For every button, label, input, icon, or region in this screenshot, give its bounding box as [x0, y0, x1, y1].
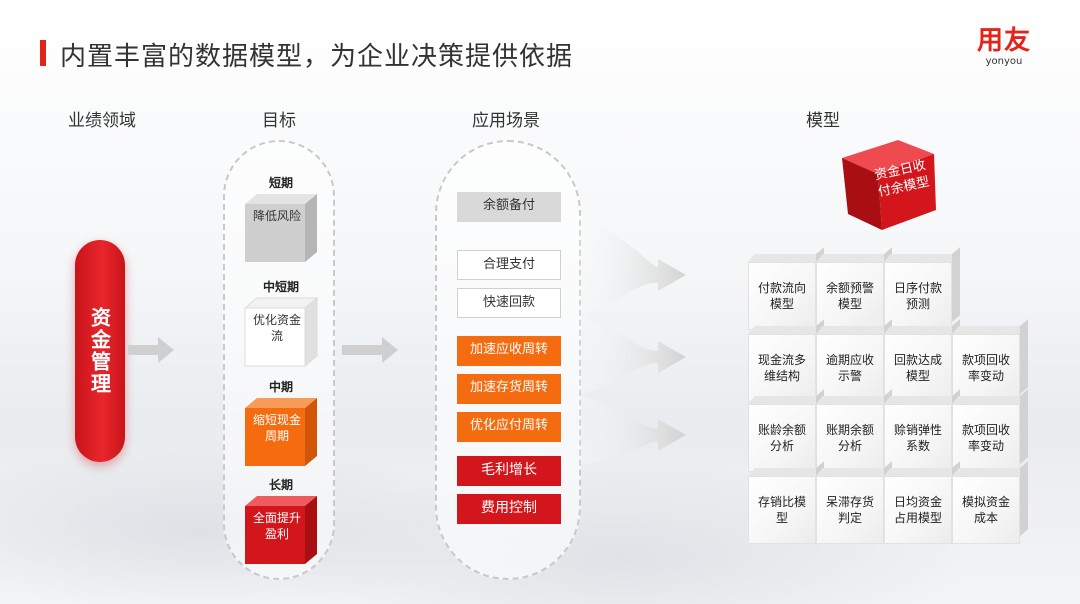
- goal-mid: 中期 缩短现金周期: [225, 378, 337, 468]
- model-label: 回款达成模型: [884, 334, 952, 402]
- goal-text: 全面提升盈利: [252, 511, 301, 541]
- scenario-item: 快速回款: [457, 288, 561, 318]
- goal-term: 中期: [268, 380, 293, 394]
- logo-en-text: yonyou: [985, 56, 1023, 67]
- yonyou-logo: 用友 yonyou: [968, 26, 1040, 68]
- scenario-item: 费用控制: [457, 494, 561, 524]
- model-cube: 日均资金占用模型: [884, 461, 960, 544]
- model-cube: 模拟资金成本: [952, 461, 1028, 544]
- model-cube: 存销比模型: [748, 461, 824, 544]
- model-label: 日序付款预测: [884, 262, 952, 330]
- model-label: 存销比模型: [748, 476, 816, 544]
- scenario-item: 优化应付周转: [457, 412, 561, 442]
- model-cube: 付款流向模型: [748, 247, 824, 330]
- scenario-item: 毛利增长: [457, 456, 561, 486]
- model-label: 款项回收率变动: [952, 334, 1020, 402]
- column-header-model: 模型: [806, 111, 840, 131]
- model-label: 逾期应收示警: [816, 334, 884, 402]
- model-cube: 账龄余额分析: [748, 389, 824, 472]
- goal-term: 短期: [268, 176, 293, 190]
- goal-short: 短期 降低风险: [225, 174, 337, 264]
- arrow-right-icon: [128, 337, 174, 363]
- model-label: 付款流向模型: [748, 262, 816, 330]
- model-label: 账龄余额分析: [748, 404, 816, 472]
- column-header-goal: 目标: [262, 111, 296, 131]
- model-cube: 日序付款预测: [884, 247, 960, 330]
- scenarios-capsule: 余额备付 合理支付 快速回款 加速应收周转 加速存货周转 优化应付周转 毛利增长…: [435, 140, 581, 580]
- model-cube: 呆滞存货判定: [816, 461, 892, 544]
- model-cube: 逾期应收示警: [816, 319, 892, 402]
- highlight-model-cube: 资金日收付余模型: [838, 138, 938, 230]
- arrow-right-icon: [342, 337, 398, 363]
- cube-orange-icon: 缩短现金周期: [243, 396, 319, 468]
- model-cube: 现金流多维结构: [748, 319, 824, 402]
- cube-white-icon: 优化资金流: [243, 296, 319, 368]
- column-header-domain: 业绩领域: [68, 111, 136, 131]
- model-label: 现金流多维结构: [748, 334, 816, 402]
- cube-gray-icon: 降低风险: [243, 192, 319, 264]
- goal-text: 缩短现金周期: [252, 413, 301, 443]
- model-label: 款项回收率变动: [952, 404, 1020, 472]
- model-label: 赊销弹性系数: [884, 404, 952, 472]
- logo-cn-text: 用友: [976, 26, 1031, 56]
- funnel-arrows-icon: [578, 215, 686, 465]
- model-cube: 账期余额分析: [816, 389, 892, 472]
- goal-long: 长期 全面提升盈利: [225, 476, 337, 566]
- scenario-item: 加速存货周转: [457, 374, 561, 404]
- scenario-item: 余额备付: [457, 192, 561, 222]
- model-cube: 赊销弹性系数: [884, 389, 960, 472]
- red-cube-icon: [842, 140, 936, 230]
- model-cube: 款项回收率变动: [952, 389, 1028, 472]
- goal-text: 优化资金流: [252, 313, 301, 343]
- domain-pill: 资金管理: [75, 240, 125, 462]
- domain-label: 资金管理: [87, 307, 112, 395]
- title-accent-bar: [40, 40, 46, 66]
- scenario-item: 加速应收周转: [457, 336, 561, 366]
- column-header-scenario: 应用场景: [472, 111, 540, 131]
- goal-term: 长期: [268, 478, 293, 492]
- model-cube: 余额预警模型: [816, 247, 892, 330]
- page-title: 内置丰富的数据模型，为企业决策提供依据: [60, 42, 574, 72]
- model-cube: 款项回收率变动: [952, 319, 1028, 402]
- model-label: 余额预警模型: [816, 262, 884, 330]
- model-label: 账期余额分析: [816, 404, 884, 472]
- model-label: 日均资金占用模型: [884, 476, 952, 544]
- scenario-item: 合理支付: [457, 250, 561, 280]
- model-cube: 回款达成模型: [884, 319, 960, 402]
- goals-capsule: 短期 降低风险 中短期 优化资金流 中期: [223, 140, 335, 580]
- goal-term: 中短期: [262, 280, 299, 294]
- goal-mid-short: 中短期 优化资金流: [225, 278, 337, 368]
- goal-text: 降低风险: [252, 209, 301, 223]
- model-label: 呆滞存货判定: [816, 476, 884, 544]
- cube-red-icon: 全面提升盈利: [243, 494, 319, 566]
- model-label: 模拟资金成本: [952, 476, 1020, 544]
